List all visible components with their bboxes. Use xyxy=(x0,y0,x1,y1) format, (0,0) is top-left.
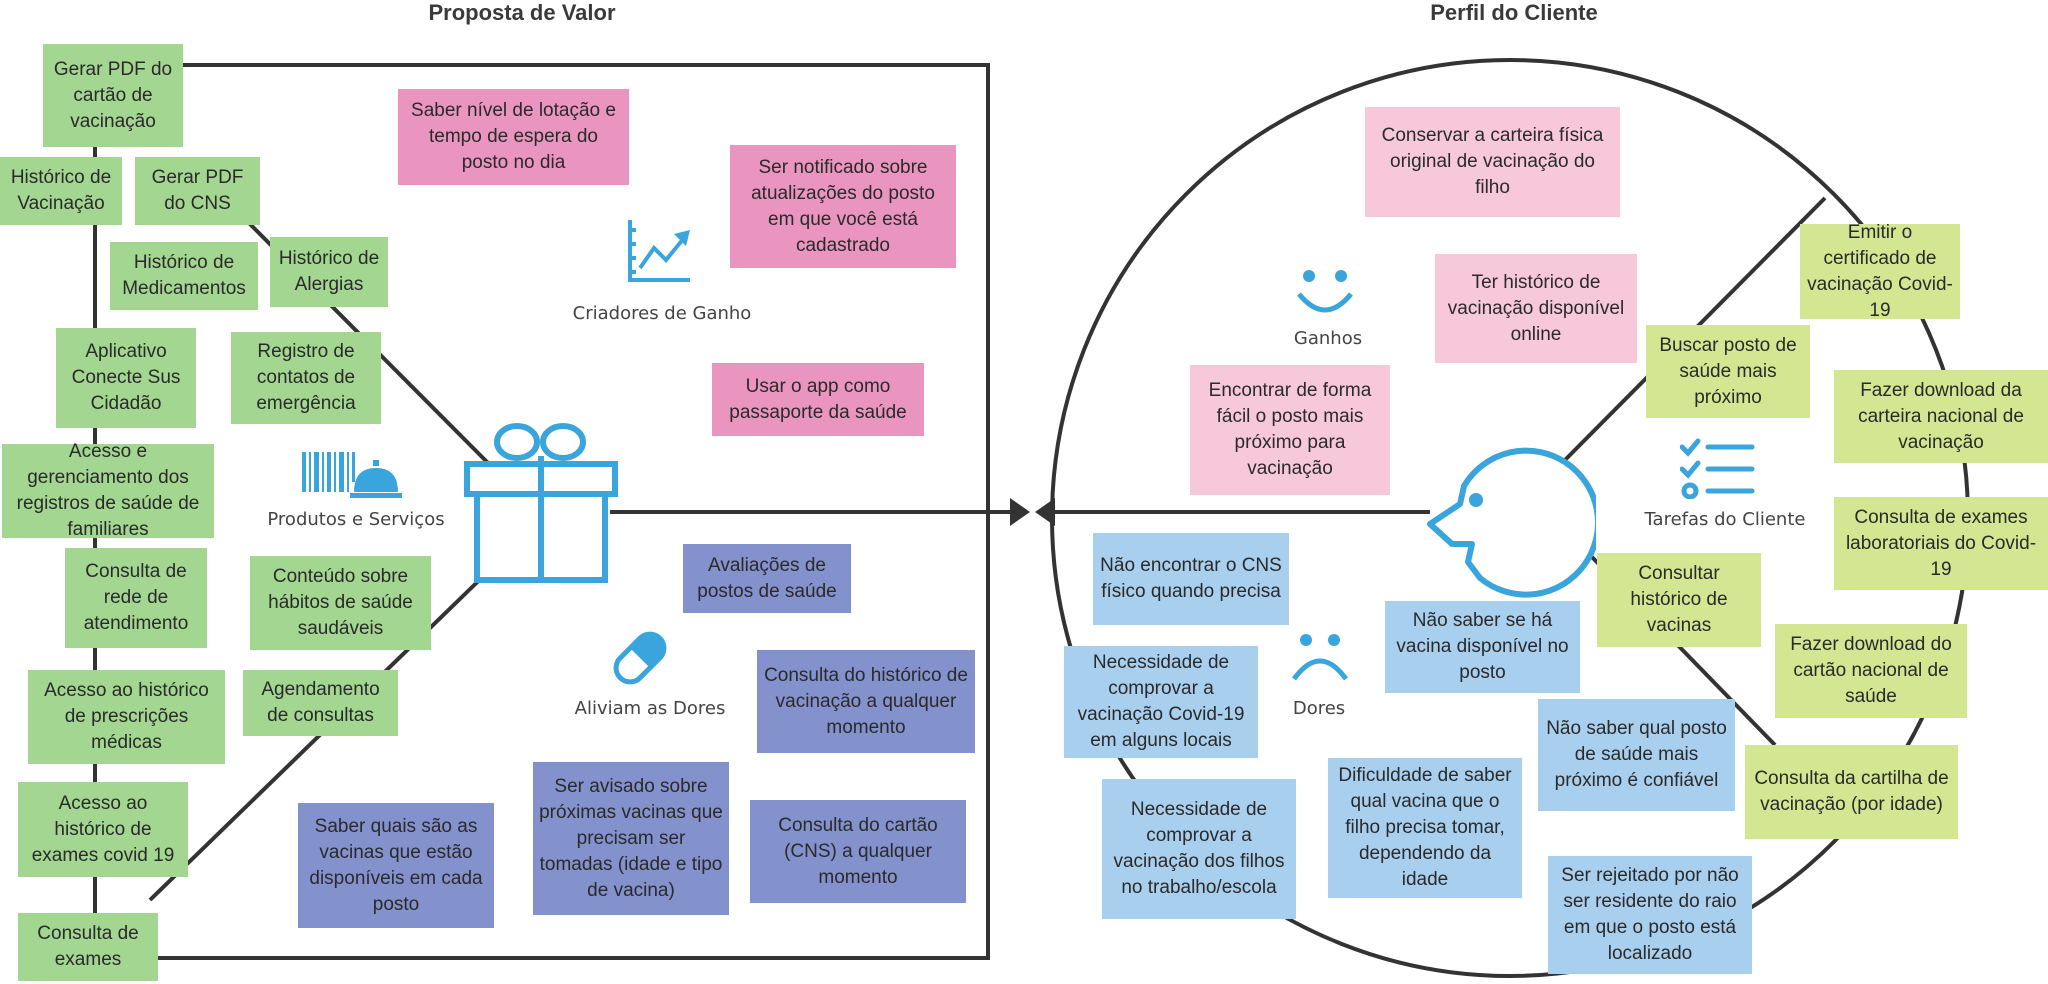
gain-creator-note: Usar o app como passaporte da saúde xyxy=(712,363,924,436)
product-note: Histórico de Alergias xyxy=(270,237,388,307)
pain-reliever-note: Ser avisado sobre próximas vacinas que p… xyxy=(533,762,729,915)
products-services-label: Produtos e Serviços xyxy=(267,509,445,530)
value-proposition-title: Proposta de Valor xyxy=(428,0,616,25)
pain-note: Ser rejeitado por não ser residente do r… xyxy=(1548,856,1752,974)
frown-icon xyxy=(1291,634,1349,681)
product-note: Registro de contatos de emergência xyxy=(231,332,381,424)
pain-note: Não saber se há vacina disponível no pos… xyxy=(1385,601,1580,693)
pain-note: Não saber qual posto de saúde mais próxi… xyxy=(1538,699,1735,811)
product-note: Consulta de exames xyxy=(18,913,158,981)
job-note: Fazer download do cartão nacional de saú… xyxy=(1775,624,1967,718)
checklist-icon xyxy=(1680,438,1755,499)
growth-chart-icon xyxy=(628,220,690,282)
arrow-right-icon xyxy=(1010,498,1030,526)
job-note: Emitir o certificado de vacinação Covid-… xyxy=(1800,222,1960,321)
product-note: Aplicativo Conecte Sus Cidadão xyxy=(56,328,196,428)
barcode-bell-icon xyxy=(302,452,402,498)
pain-note: Necessidade de comprovar a vacinação Cov… xyxy=(1064,646,1258,758)
pill-icon xyxy=(613,631,667,685)
arrow-left-icon xyxy=(1035,498,1055,526)
pain-relievers-label: Aliviam as Dores xyxy=(574,698,726,719)
pain-note: Necessidade de comprovar a vacinação dos… xyxy=(1102,779,1296,919)
product-note: Histórico de Vacinação xyxy=(0,157,122,225)
product-note: Gerar PDF do CNS xyxy=(135,157,260,225)
gain-note: Encontrar de forma fácil o posto mais pr… xyxy=(1190,365,1390,495)
gain-creators-label: Criadores de Ganho xyxy=(572,303,752,324)
pain-reliever-note: Consulta do cartão (CNS) a qualquer mome… xyxy=(750,800,966,903)
gain-creator-note: Ser notificado sobre atualizações do pos… xyxy=(730,145,956,268)
job-note: Consulta da cartilha de vacinação (por i… xyxy=(1745,745,1958,839)
job-note: Consultar histórico de vacinas xyxy=(1597,553,1761,647)
job-note: Fazer download da carteira nacional de v… xyxy=(1834,370,2048,463)
product-note: Acesso e gerenciamento dos registros de … xyxy=(2,441,214,540)
product-note: Acesso ao histórico de prescrições médic… xyxy=(28,670,225,764)
gain-note: Ter histórico de vacinação disponível on… xyxy=(1435,254,1637,363)
pain-reliever-note: Avaliações de postos de saúde xyxy=(683,544,851,613)
product-note: Agendamento de consultas xyxy=(243,670,398,736)
face-profile-icon xyxy=(1427,447,1596,598)
customer-jobs-label: Tarefas do Cliente xyxy=(1644,509,1806,530)
pain-note: Não encontrar o CNS físico quando precis… xyxy=(1093,533,1289,625)
pain-reliever-note: Saber quais são as vacinas que estão dis… xyxy=(298,803,494,928)
product-note: Gerar PDF do cartão de vacinação xyxy=(43,44,183,147)
product-note: Conteúdo sobre hábitos de saúde saudávei… xyxy=(250,556,431,650)
smile-icon xyxy=(1297,270,1353,313)
pain-note: Dificuldade de saber qual vacina que o f… xyxy=(1328,758,1522,898)
job-note: Consulta de exames laboratoriais do Covi… xyxy=(1834,497,2048,590)
product-note: Acesso ao histórico de exames covid 19 xyxy=(18,782,188,877)
gain-note: Conservar a carteira física original de … xyxy=(1365,107,1620,217)
customer-profile-title: Perfil do Cliente xyxy=(1430,0,1598,25)
gift-icon xyxy=(464,423,618,583)
gain-creator-note: Saber nível de lotação e tempo de espera… xyxy=(398,89,629,185)
product-note: Histórico de Medicamentos xyxy=(110,242,258,310)
gains-label: Ganhos xyxy=(1293,328,1363,349)
job-note: Buscar posto de saúde mais próximo xyxy=(1646,325,1810,418)
pains-label: Dores xyxy=(1292,698,1346,719)
pain-reliever-note: Consulta do histórico de vacinação a qua… xyxy=(757,650,975,753)
product-note: Consulta de rede de atendimento xyxy=(65,548,207,648)
